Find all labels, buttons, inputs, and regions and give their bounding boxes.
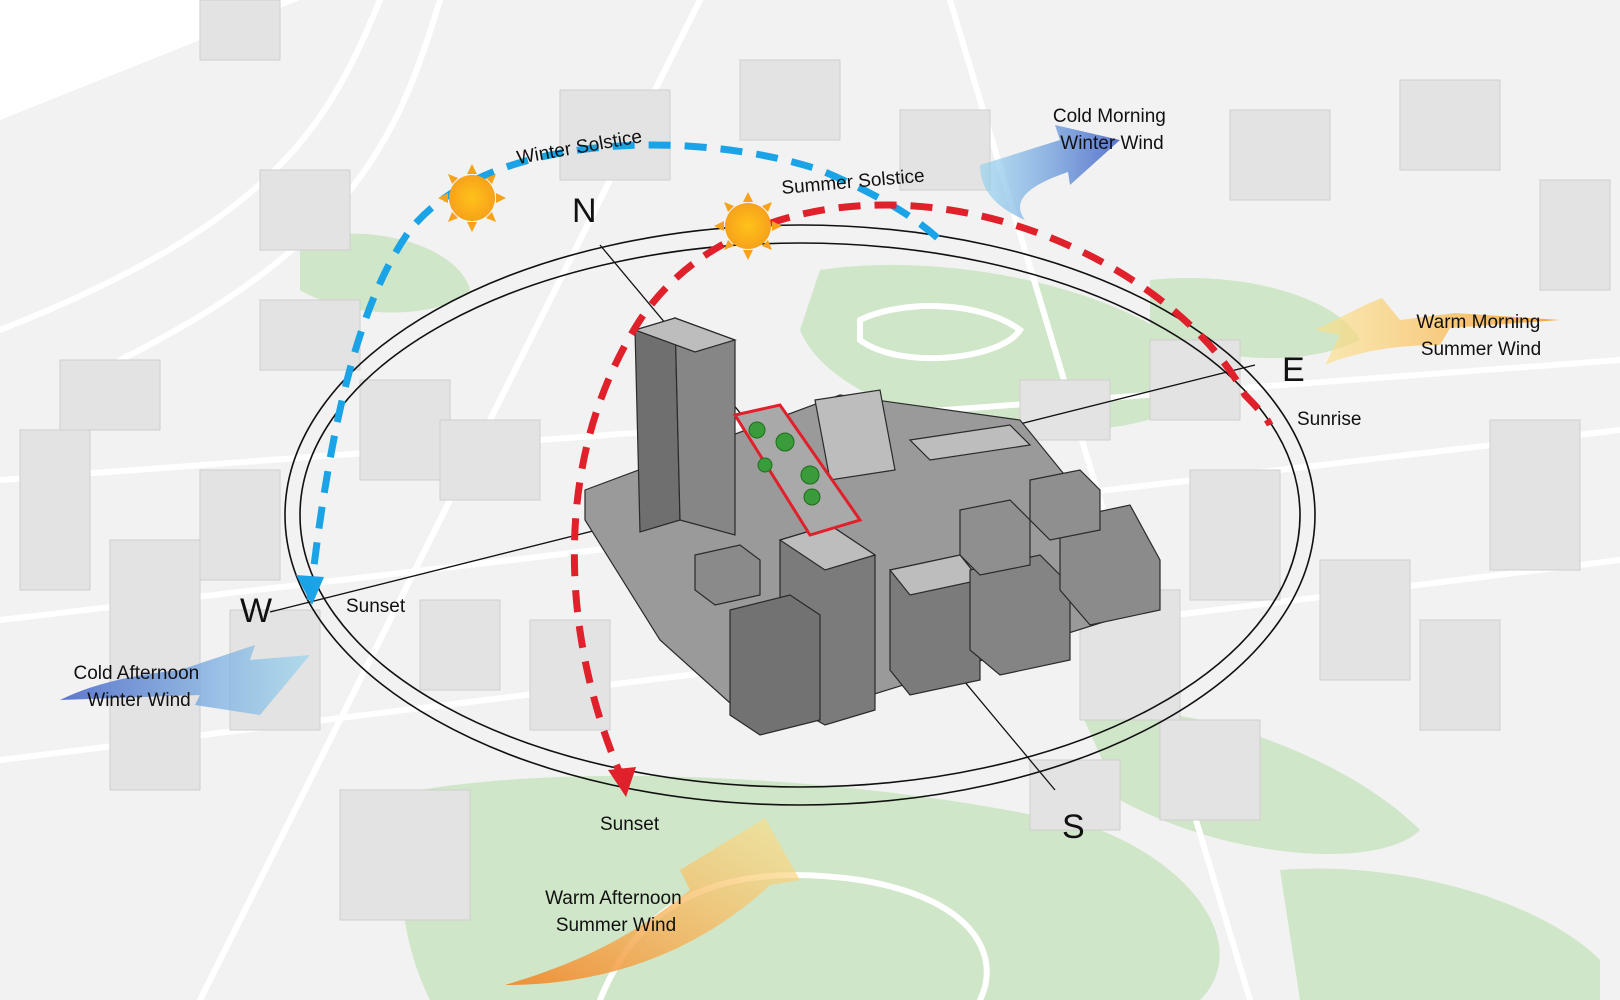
- building-block: [969, 554, 1071, 676]
- context-building: [1319, 559, 1411, 681]
- sunrise-label: Sunrise: [1297, 409, 1361, 430]
- wind-label-line: Cold Afternoon: [74, 663, 200, 684]
- wind-label-line: Warm Morning: [1416, 312, 1540, 333]
- context-building: [259, 169, 351, 251]
- context-building: [59, 359, 161, 431]
- wind-label-line: Winter Wind: [1060, 133, 1163, 154]
- wind-label-line: Winter Wind: [87, 690, 190, 711]
- warm-afternoon-wind-arrow-icon: [505, 818, 800, 985]
- context-building: [1419, 619, 1501, 731]
- context-building: [199, 469, 281, 581]
- winter-sun-icon: [438, 164, 506, 232]
- cold-morning-wind-label: Cold Morning Winter Wind: [1053, 106, 1171, 154]
- park-area: [1280, 868, 1600, 1000]
- building-block: [694, 544, 761, 606]
- tower-front: [634, 317, 681, 533]
- context-building: [419, 599, 501, 691]
- compass-west-label: W: [240, 592, 272, 630]
- building-block: [1059, 504, 1161, 626]
- warm-morning-wind-arrow-icon: [1315, 298, 1560, 365]
- site-boundary: [732, 403, 863, 537]
- site-outline: [732, 403, 863, 537]
- cold-afternoon-wind-label: Cold Afternoon Winter Wind: [74, 663, 205, 711]
- compass-ring-inner: [299, 242, 1301, 788]
- tree: [757, 457, 773, 473]
- compass-ring-outer: [284, 224, 1316, 806]
- context-building: [1539, 179, 1611, 291]
- context-building: [739, 59, 841, 141]
- tree: [748, 421, 766, 439]
- park-area: [401, 775, 1220, 1000]
- context-building: [559, 89, 671, 181]
- context-building: [339, 789, 471, 921]
- summer-sunset-label: Sunset: [600, 814, 660, 835]
- road: [117, 0, 443, 363]
- context-building: [439, 419, 541, 501]
- context-building: [259, 299, 361, 371]
- winter-sunset-label: Sunset: [346, 596, 406, 617]
- summer-sun-icon: [714, 192, 782, 260]
- site-buildings: [584, 317, 1161, 736]
- compass-rings: [284, 224, 1316, 806]
- wind-label-line: Summer Wind: [556, 915, 676, 936]
- wind-label-line: Summer Wind: [1421, 339, 1541, 360]
- low-building: [814, 389, 896, 481]
- tree: [803, 488, 821, 506]
- road: [857, 303, 1025, 362]
- context-building: [1189, 469, 1281, 601]
- building-block: [959, 499, 1031, 576]
- warm-afternoon-wind-label: Warm Afternoon Summer Wind: [545, 888, 687, 936]
- tree: [775, 432, 795, 452]
- tower-side: [674, 317, 736, 536]
- road: [0, 0, 383, 333]
- context-building: [1019, 379, 1111, 441]
- cold-afternoon-wind-arrow-icon: [60, 645, 310, 715]
- tower-top: [633, 317, 737, 353]
- summer-solstice-path: [570, 201, 1274, 787]
- summer-path-arrowhead: [608, 767, 636, 797]
- building-block: [1029, 469, 1101, 541]
- context-building: [1229, 109, 1331, 201]
- compass-east-label: E: [1282, 351, 1305, 389]
- wind-label-line: Cold Morning: [1053, 106, 1166, 127]
- context-building: [1489, 419, 1581, 571]
- compass-south-label: S: [1062, 808, 1085, 846]
- cold-morning-wind-arrow-icon: [980, 125, 1120, 220]
- context-building: [1399, 79, 1501, 171]
- warm-morning-wind-label: Warm Morning Summer Wind: [1416, 312, 1545, 360]
- compass-north-label: N: [572, 192, 597, 230]
- context-building: [1029, 759, 1121, 831]
- context-building: [199, 0, 281, 61]
- context-building: [899, 109, 991, 191]
- trees: [748, 421, 821, 506]
- low-building: [908, 424, 1032, 461]
- winter-solstice-path: [306, 141, 948, 601]
- tree: [800, 465, 820, 485]
- context-building: [359, 379, 451, 481]
- wind-label-line: Warm Afternoon: [545, 888, 682, 909]
- context-building: [19, 429, 91, 591]
- context-building: [1159, 719, 1261, 821]
- winter-path-arrowhead: [296, 575, 324, 605]
- building-block: [729, 594, 821, 736]
